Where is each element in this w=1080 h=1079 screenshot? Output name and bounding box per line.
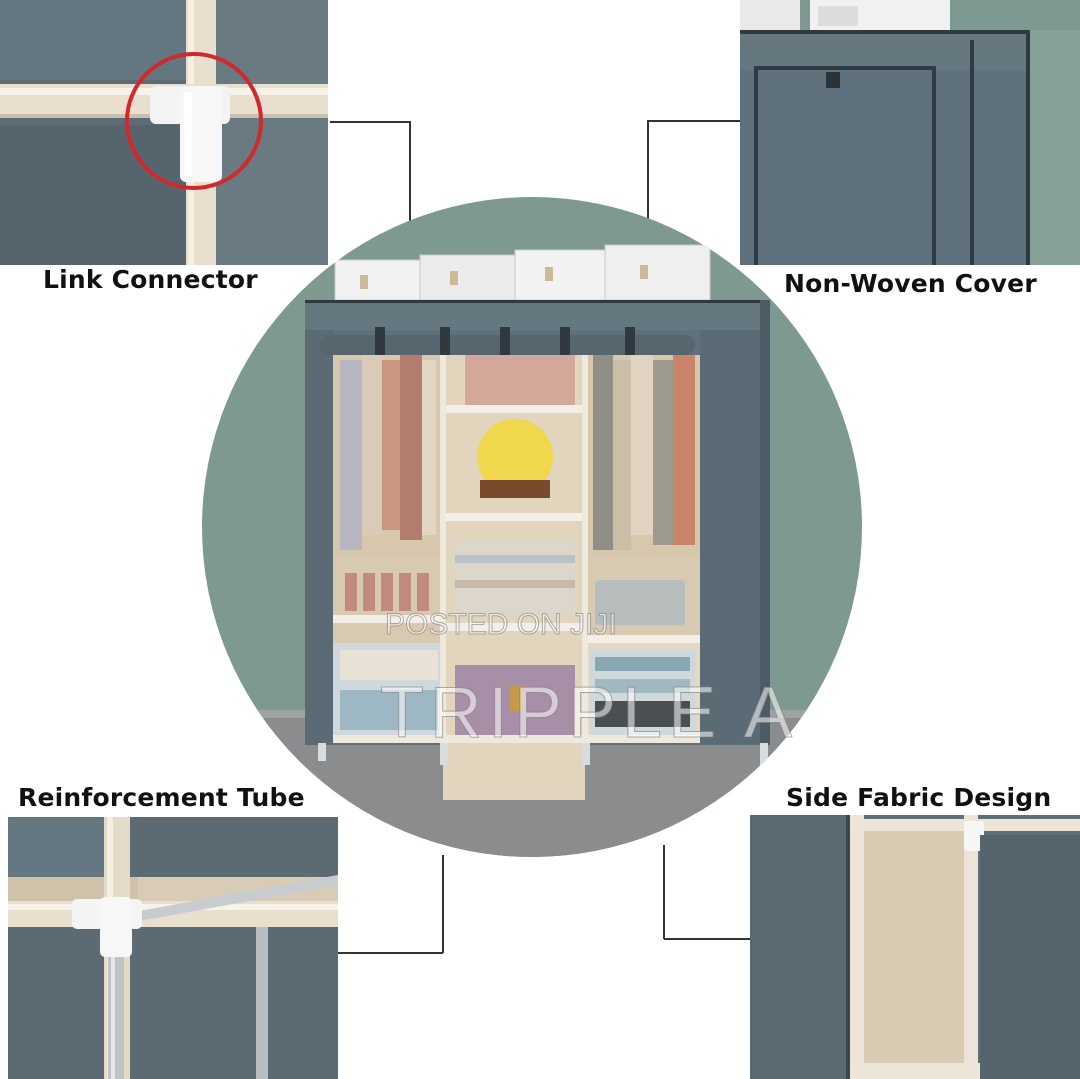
leader-line-side-fabric [664, 938, 750, 940]
leader-line-side-fabric-up [663, 845, 665, 939]
leader-line-reinforcement-tube [338, 952, 443, 954]
leader-line-non-woven-cover-down [647, 120, 649, 225]
leader-line-link-connector [330, 121, 410, 123]
non-woven-cover-illustration [740, 0, 1080, 265]
wardrobe-illustration [202, 197, 862, 857]
hanging-clothes-right [593, 355, 695, 550]
side-fabric-design-illustration [750, 815, 1080, 1079]
leader-line-link-connector-down [409, 121, 411, 233]
reinforcement-tube-illustration [8, 817, 338, 1079]
non-woven-cover-label: Non-Woven Cover [784, 269, 1037, 298]
link-connector-photo [0, 0, 328, 265]
link-connector-illustration [0, 0, 328, 265]
link-connector-label: Link Connector [43, 265, 258, 294]
reinforcement-tube-label: Reinforcement Tube [18, 783, 305, 812]
non-woven-cover-photo [740, 0, 1080, 265]
side-fabric-design-label: Side Fabric Design [786, 783, 1052, 812]
reinforcement-tube-photo [8, 817, 338, 1079]
leader-line-non-woven-cover [648, 120, 740, 122]
wardrobe-hero-image [200, 195, 865, 860]
side-fabric-design-photo [750, 815, 1080, 1079]
leader-line-reinforcement-tube-up [442, 855, 444, 953]
hanging-clothes-left [340, 355, 436, 550]
storage-boxes [334, 244, 711, 301]
